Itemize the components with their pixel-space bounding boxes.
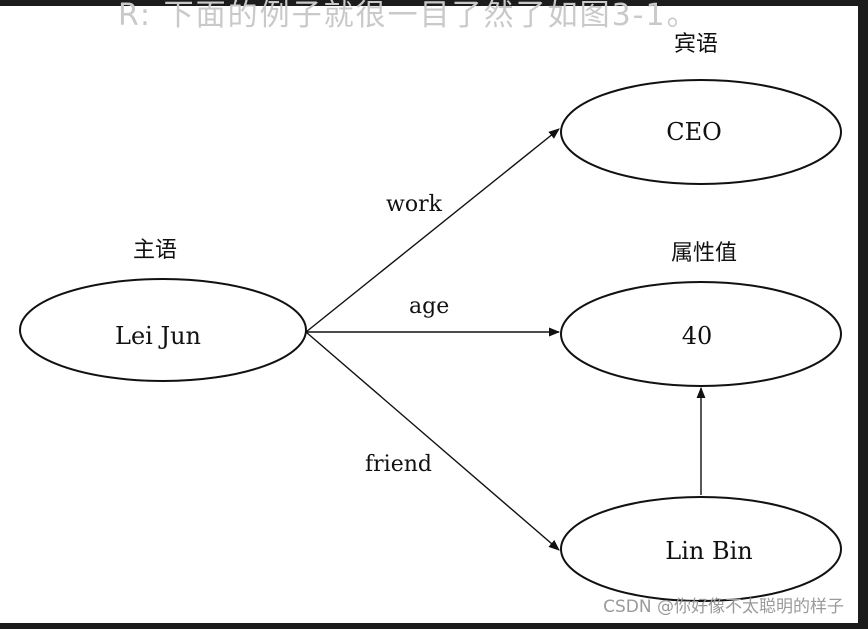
node-40-ellipse <box>560 281 842 387</box>
edge-work-line <box>305 128 560 333</box>
label-attribute-value: 属性值 <box>671 241 738 266</box>
node-lin-bin-label: Lin Bin <box>665 537 753 565</box>
cropped-header-text: R: 下面的例子就很一目了然了如图3-1。 <box>118 0 699 33</box>
edge-friend-line <box>305 331 560 551</box>
label-subject: 主语 <box>133 238 178 263</box>
diagram-paper: R: 下面的例子就很一目了然了如图3-1。 主语 宾语 属性值 work age <box>0 0 858 623</box>
node-ceo-label: CEO <box>666 118 722 146</box>
edge-label-friend: friend <box>365 452 432 477</box>
edge-label-work: work <box>386 192 442 217</box>
bottom-border <box>0 623 868 629</box>
node-lei-jun-label: Lei Jun <box>115 322 201 350</box>
node-40-label: 40 <box>681 322 713 350</box>
node-ceo-ellipse <box>560 79 842 185</box>
label-object: 宾语 <box>674 32 719 57</box>
csdn-watermark: CSDN @你好像不太聪明的样子 <box>603 597 844 617</box>
node-lei-jun-ellipse <box>19 278 307 382</box>
node-lin-bin-ellipse <box>560 496 842 602</box>
right-border <box>858 0 868 629</box>
graph-svg <box>19 79 842 602</box>
edge-label-age: age <box>409 294 450 319</box>
